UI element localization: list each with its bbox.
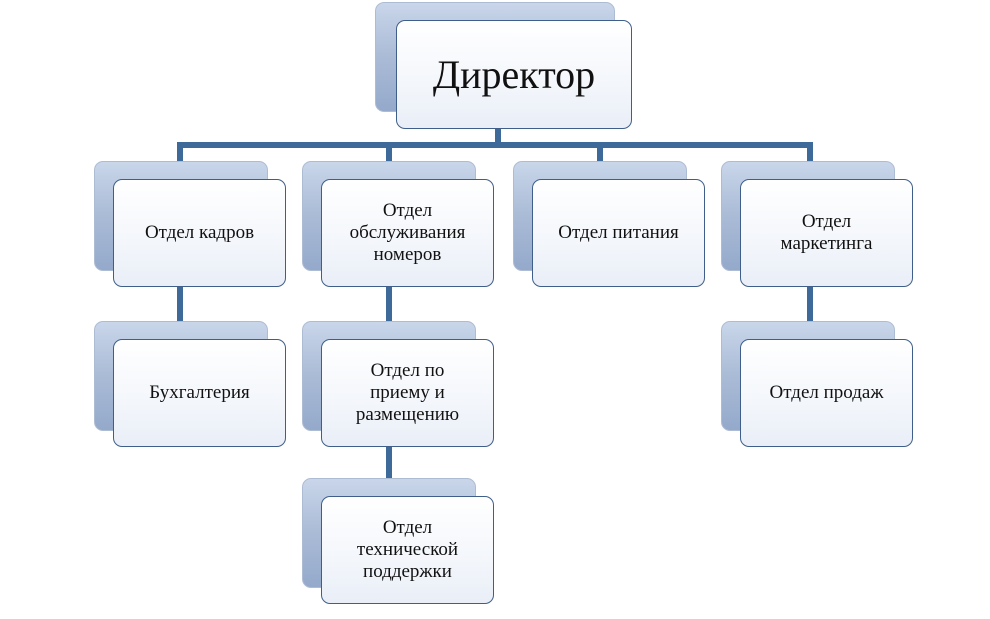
connector-to-marketing <box>807 142 813 164</box>
connector-to-hr <box>177 142 183 164</box>
node-director-label: Директор <box>432 51 596 97</box>
connector-to-room-service <box>386 142 392 164</box>
node-hr-label: Отдел кадров <box>144 222 255 243</box>
node-room-service-label: Отдел обслуживания номеров <box>349 200 466 265</box>
connector-to-catering <box>597 142 603 164</box>
node-sales-label: Отдел продаж <box>769 382 884 403</box>
node-catering-label: Отдел питания <box>558 222 679 243</box>
connector-room-service-reception <box>386 285 392 325</box>
node-accounting-label: Бухгалтерия <box>149 382 250 403</box>
node-tech-support-label: Отдел технической поддержки <box>356 517 459 582</box>
connector-reception-tech-support <box>386 442 392 482</box>
node-reception-label: Отдел по приему и размещению <box>355 360 460 425</box>
connector-hr-accounting <box>177 285 183 325</box>
connector-director-down <box>495 128 501 145</box>
node-marketing-label: Отдел маркетинга <box>780 211 873 254</box>
connector-horizontal-bar <box>177 142 813 148</box>
connector-marketing-sales <box>807 285 813 325</box>
